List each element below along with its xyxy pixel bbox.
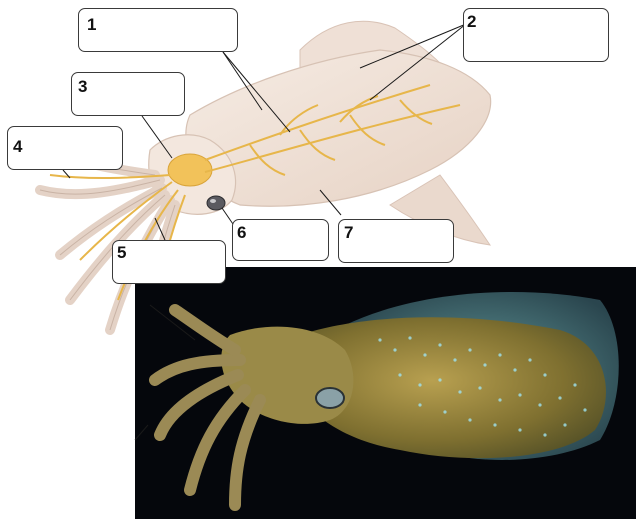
label-number-4: 4 [13, 137, 22, 157]
label-number-6: 6 [237, 223, 246, 243]
label-box-3[interactable]: 3 [71, 72, 185, 116]
label-box-5[interactable]: 5 [112, 240, 226, 284]
label-number-1: 1 [87, 15, 96, 35]
label-box-2[interactable]: 2 [463, 8, 609, 62]
label-box-1[interactable]: 1 [78, 8, 238, 52]
label-number-7: 7 [344, 223, 353, 243]
photo-eye [316, 388, 344, 408]
label-box-4[interactable]: 4 [7, 126, 123, 170]
squid-eye-highlight [210, 199, 216, 203]
label-number-2: 2 [467, 12, 476, 32]
label-box-6[interactable]: 6 [232, 219, 329, 261]
label-box-7[interactable]: 7 [338, 219, 454, 263]
label-number-3: 3 [78, 77, 87, 97]
label-number-5: 5 [117, 243, 126, 263]
